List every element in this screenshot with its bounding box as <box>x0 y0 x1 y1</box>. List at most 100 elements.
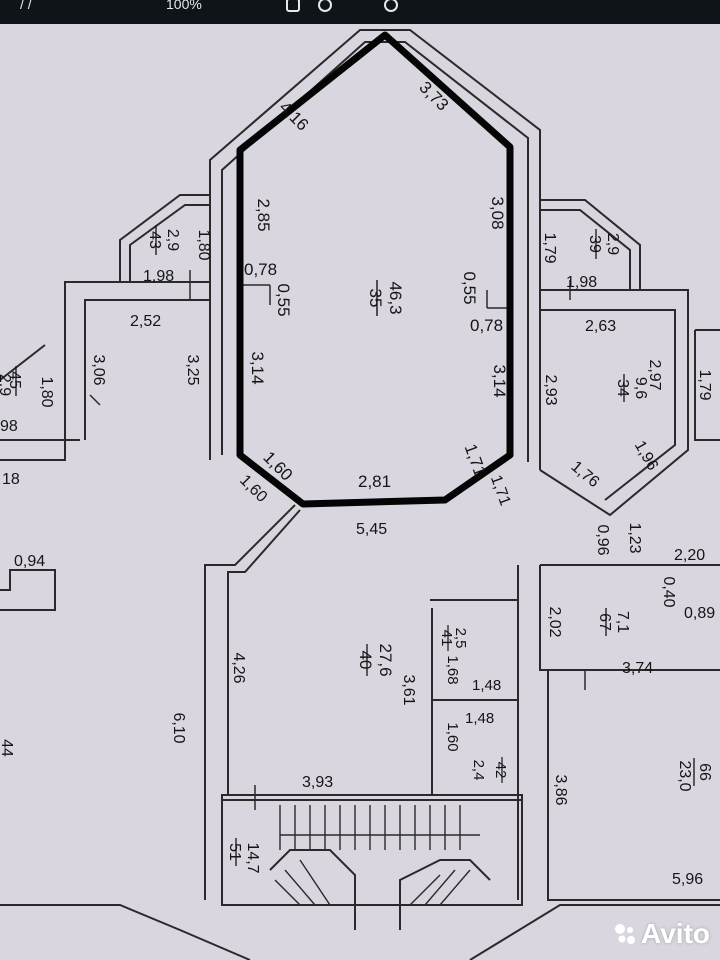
room-40-area: 27,6 <box>376 643 395 676</box>
dim-1-60-b: 1,60 <box>444 722 461 751</box>
stair-room <box>221 794 523 906</box>
room-34-area: 9,6 <box>632 377 649 399</box>
wall-small-box <box>0 569 56 611</box>
wall-bottom-left <box>0 904 251 960</box>
dim-2-52: 2,52 <box>130 313 161 330</box>
dim-1-96: 1,96 <box>631 438 661 474</box>
dim-2-97: 2,97 <box>646 359 663 390</box>
dim-hall-right-notch: 0,78 <box>470 316 503 335</box>
wall-right-box <box>694 330 720 441</box>
wall-bottom-right <box>469 904 720 960</box>
room-45-area: 2,9 <box>0 374 13 396</box>
wall-room-66 <box>547 670 720 901</box>
dim-hall-left-lower: 3,14 <box>248 351 267 384</box>
outer-wall-inner <box>221 41 529 462</box>
dim-3-06: 3,06 <box>90 354 107 385</box>
dim-2-02: 2,02 <box>546 606 563 637</box>
room-34-number: 34 <box>614 379 631 397</box>
stair-left-flight <box>269 849 356 930</box>
dim-2-93: 2,93 <box>542 374 559 405</box>
sync-icon <box>318 0 332 12</box>
dim-98: 98 <box>0 418 18 435</box>
room-45-number: 45 <box>6 371 23 389</box>
wall-room-45 <box>0 344 46 381</box>
room-41-number: 41 <box>438 630 455 647</box>
dim-hall-bottom-right: 1,71 <box>461 441 490 479</box>
dim-hall-left-upper: 2,85 <box>254 198 273 231</box>
dim-5-96: 5,96 <box>672 871 703 888</box>
wall-room-39 <box>540 199 641 290</box>
room-43-area: 2,9 <box>164 229 181 251</box>
stair-right-flight <box>399 859 491 930</box>
dim-3-86: 3,86 <box>552 774 569 805</box>
room-67-area: 7,1 <box>614 611 631 633</box>
room-35-area: 46,3 <box>386 281 405 314</box>
room-51-area: 14,7 <box>244 842 261 873</box>
dim-hall-right-upper: 3,08 <box>488 196 507 229</box>
stair-treads <box>274 805 480 906</box>
dim-3-74: 3,74 <box>622 660 653 677</box>
dim-1-76: 1,76 <box>568 458 603 491</box>
dim-3-61: 3,61 <box>400 674 417 705</box>
dim-0-96: 0,96 <box>594 524 611 555</box>
dimension-ticks <box>89 270 586 810</box>
room-66-number: 66 <box>696 763 713 781</box>
wall-room-43 <box>119 194 210 282</box>
dim-hall-right-lower: 3,14 <box>490 364 509 397</box>
dim-hall-right-notch-v: 0,55 <box>460 271 479 304</box>
dim-1-68: 1,68 <box>444 655 461 684</box>
dim-hall-left-notch: 0,78 <box>244 260 277 279</box>
dim-0-40: 0,40 <box>660 576 677 607</box>
dim-3-93: 3,93 <box>302 774 333 791</box>
dim-3-25: 3,25 <box>184 354 201 385</box>
wall-left-block-inner <box>84 299 210 440</box>
plan-walls <box>0 29 720 960</box>
gear-icon <box>384 0 398 12</box>
avito-watermark: Avito <box>613 916 710 952</box>
room-42-number: 42 <box>492 762 509 779</box>
dim-44: 44 <box>0 739 15 757</box>
wall-left-block <box>0 281 210 461</box>
phone-status-bar: / / 100% <box>0 0 720 24</box>
wall-room-43-inner <box>129 204 210 282</box>
room-39-area: 2,9 <box>604 233 621 255</box>
wall-room-39-inner <box>540 209 631 290</box>
dim-hall-bottom-left: 1,60 <box>259 448 296 485</box>
dim-5-45: 5,45 <box>356 521 387 538</box>
dim-1-48-a: 1,48 <box>472 677 501 694</box>
outer-wall <box>209 29 541 470</box>
dim-1-80-a: 1,80 <box>195 229 212 260</box>
dim-0-94: 0,94 <box>14 553 45 570</box>
dim-hall-top-left: 4,16 <box>275 98 312 135</box>
avito-wordmark: Avito <box>641 918 710 949</box>
room-40-number: 40 <box>356 651 375 670</box>
room-43-number: 43 <box>146 231 163 249</box>
status-zoom: 100% <box>166 0 202 12</box>
room-51-number: 51 <box>226 843 243 861</box>
screenshot-icon <box>286 0 300 12</box>
dim-2-20: 2,20 <box>674 547 705 564</box>
dim-2-63: 2,63 <box>585 318 616 335</box>
status-time: / / <box>20 0 32 12</box>
dim-1-80-b: 1,80 <box>38 376 55 407</box>
dim-1-79-a: 1,79 <box>541 232 558 263</box>
room-66-area: 23,0 <box>676 760 693 791</box>
room-35-number: 35 <box>366 289 385 308</box>
dim-1-23: 1,23 <box>626 522 643 553</box>
dim-1-79-b: 1,79 <box>696 369 713 400</box>
room-67-number: 67 <box>596 613 613 631</box>
dim-1-98-a: 1,98 <box>143 268 174 285</box>
wall-room-34-inner <box>540 309 676 501</box>
dim-18: 18 <box>2 471 20 488</box>
dim-hall-top-right: 3,73 <box>415 78 452 115</box>
room-39-number: 39 <box>586 235 603 253</box>
dim-1-48-b: 1,48 <box>465 710 494 727</box>
avito-logo-icon <box>615 924 636 944</box>
dim-hall-bottom: 2,81 <box>358 472 391 491</box>
dim-1-98-b: 1,98 <box>566 274 597 291</box>
dim-0-89: 0,89 <box>684 605 715 622</box>
wall-room-67 <box>539 565 720 671</box>
highlighted-hall-outline <box>236 31 514 508</box>
